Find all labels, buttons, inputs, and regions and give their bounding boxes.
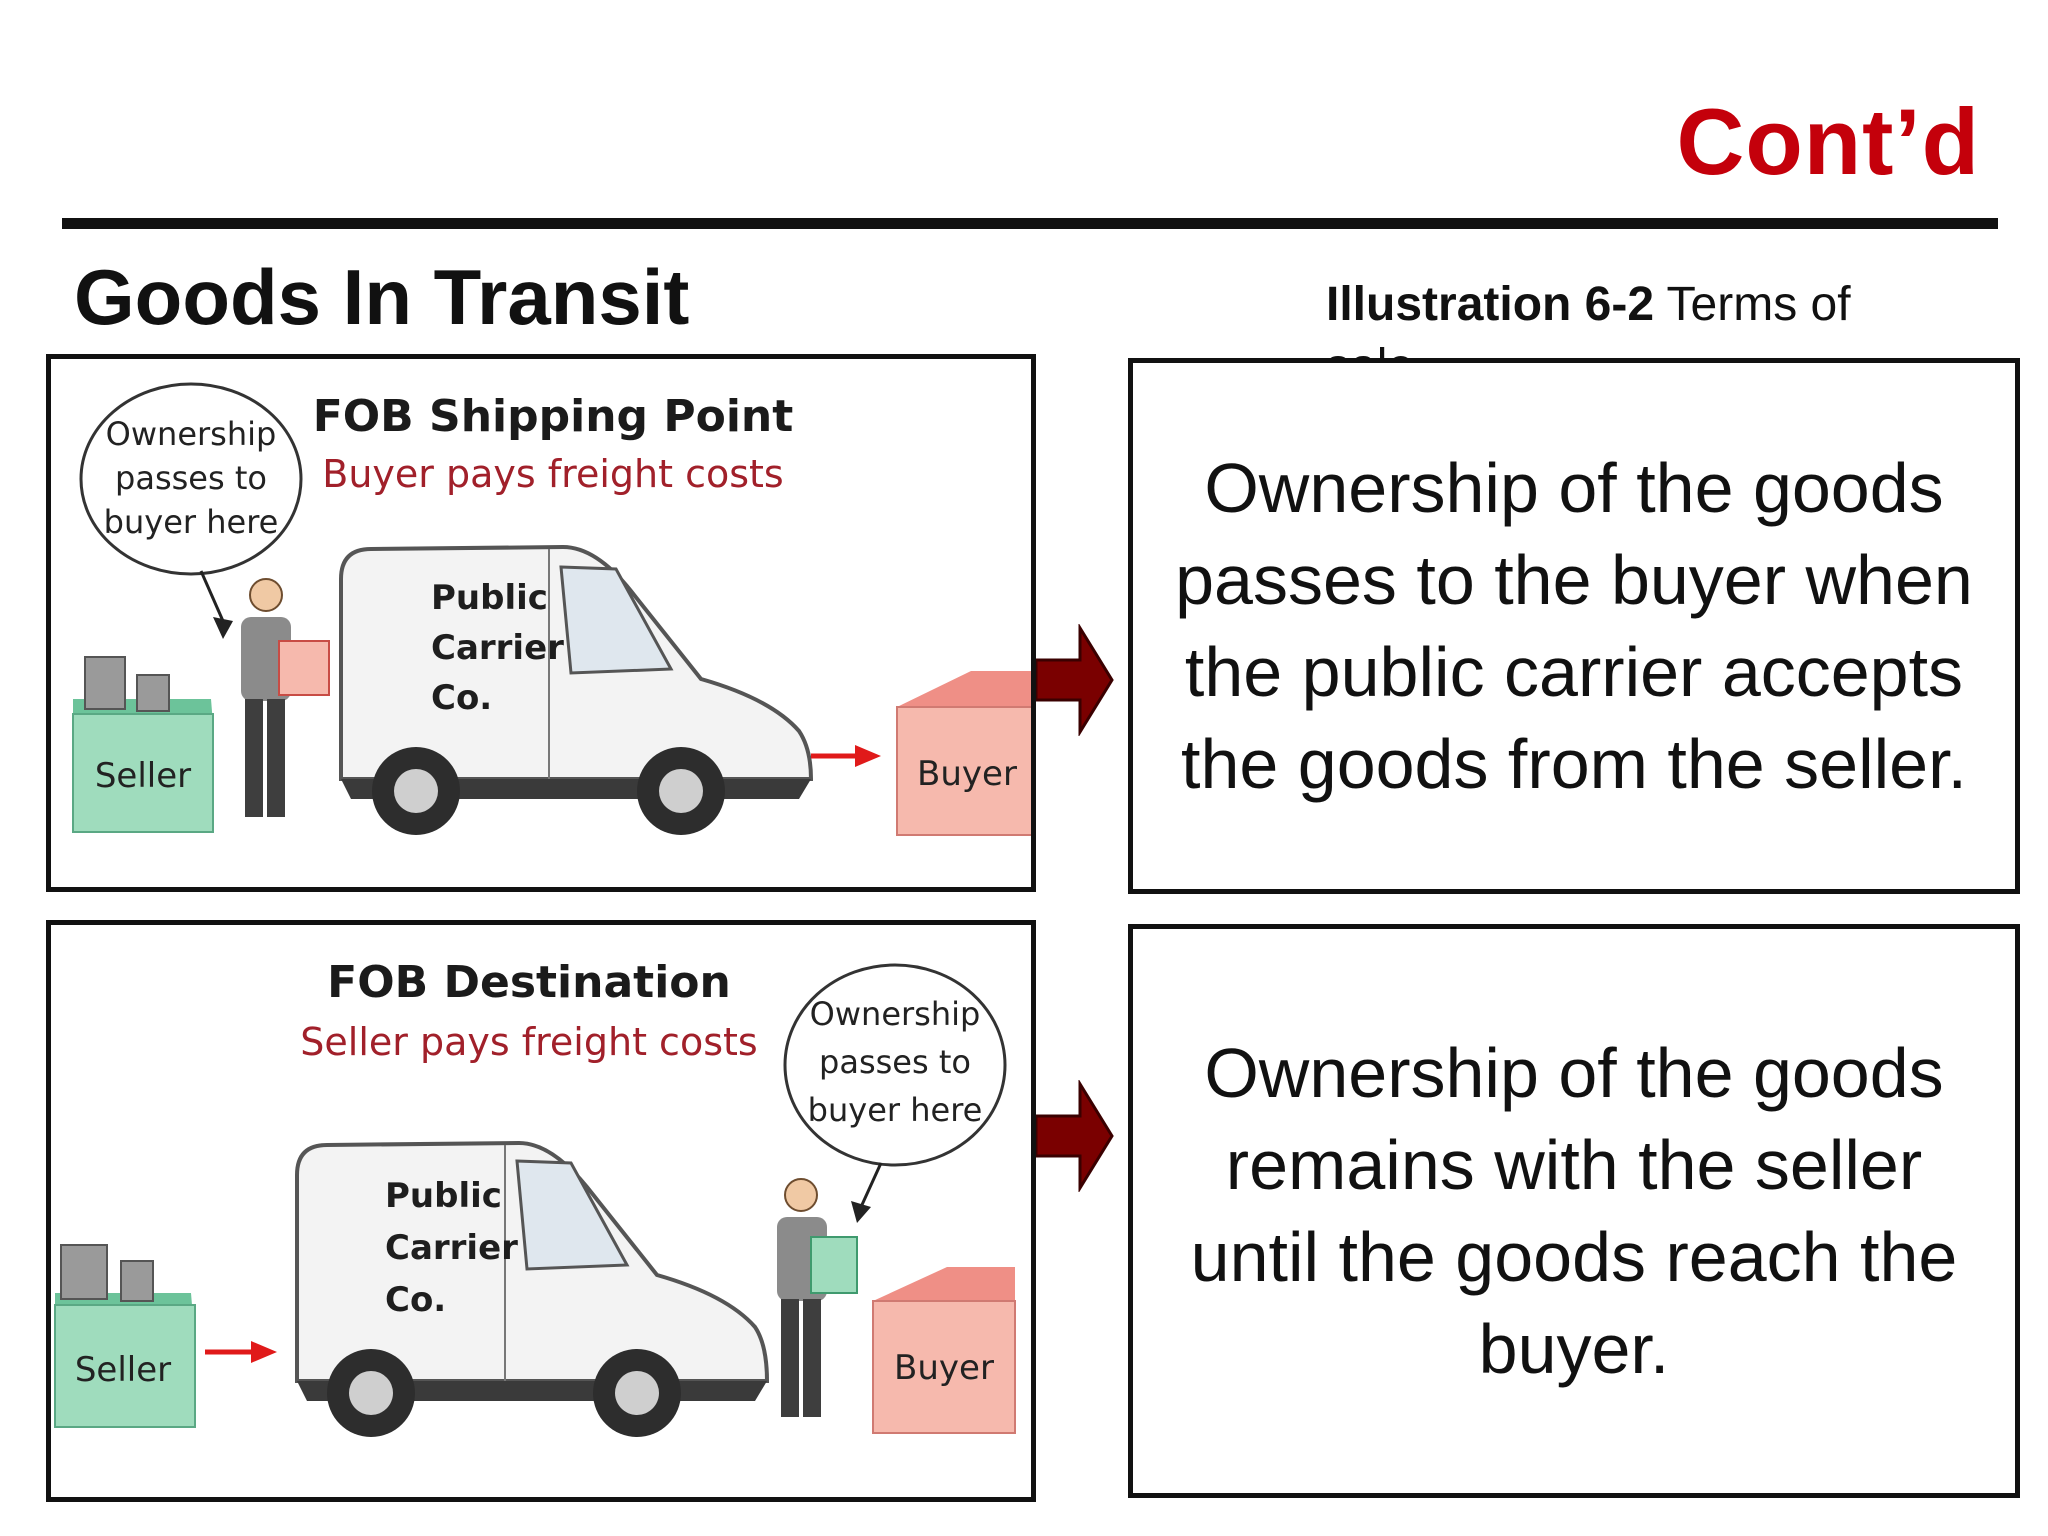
illustration-label: Illustration 6-2: [1326, 278, 1655, 331]
arrow-right-icon: [1036, 1080, 1114, 1192]
ownership-bubble: Ownership passes to buyer here: [783, 963, 1007, 1223]
seller-box: Seller: [54, 1244, 196, 1428]
ownership-bubble: Ownership passes to buyer here: [79, 382, 303, 639]
fob-destination-illustration: FOB Destination Seller pays freight cost…: [46, 920, 1036, 1502]
illustration-caption: Illustration 6-2 Terms of sale: [1326, 274, 1926, 398]
bubble-line-1: Ownership: [810, 995, 981, 1033]
destination-description: Ownership of the goods remains with the …: [1128, 924, 2020, 1498]
buyer-box: Buyer: [896, 671, 1031, 836]
panel-subheading: Seller pays freight costs: [300, 1020, 757, 1064]
seller-label: Seller: [95, 756, 191, 796]
bubble-line-2: passes to: [819, 1043, 971, 1081]
seller-box: Seller: [72, 656, 214, 833]
panel-heading: FOB Destination: [327, 957, 731, 1008]
arrow-right-icon: [1036, 624, 1114, 736]
buyer-box: Buyer: [872, 1267, 1016, 1434]
section-title: Goods In Transit: [74, 253, 690, 341]
van-label-line-3: Co.: [431, 678, 492, 718]
buyer-label: Buyer: [917, 754, 1017, 794]
bubble-line-3: buyer here: [104, 503, 279, 541]
buyer-label: Buyer: [894, 1348, 994, 1388]
shipping-point-description: Ownership of the goods passes to the buy…: [1128, 358, 2020, 894]
panel-subheading: Buyer pays freight costs: [322, 452, 783, 496]
carrier-van: Public Carrier Co.: [295, 1140, 770, 1437]
freight-arrow: [811, 745, 881, 767]
fob-shipping-point-illustration: FOB Shipping Point Buyer pays freight co…: [46, 354, 1036, 892]
seller-label: Seller: [75, 1350, 171, 1390]
van-label-line-2: Carrier: [385, 1228, 518, 1268]
freight-arrow: [205, 1341, 277, 1363]
van-label-line-1: Public: [431, 578, 548, 618]
slide-title-contd: Cont’d: [1676, 89, 1980, 194]
bubble-line-3: buyer here: [808, 1091, 983, 1129]
van-label-line-2: Carrier: [431, 628, 564, 668]
van-label-line-3: Co.: [385, 1280, 446, 1320]
van-label-line-1: Public: [385, 1176, 502, 1216]
carrier-van: Public Carrier Co.: [339, 544, 814, 835]
person-icon: [777, 1178, 858, 1417]
title-divider: [62, 218, 1998, 229]
bubble-line-1: Ownership: [106, 415, 277, 453]
panel-heading: FOB Shipping Point: [313, 391, 794, 442]
bubble-line-2: passes to: [115, 459, 267, 497]
person-icon: [241, 578, 330, 817]
